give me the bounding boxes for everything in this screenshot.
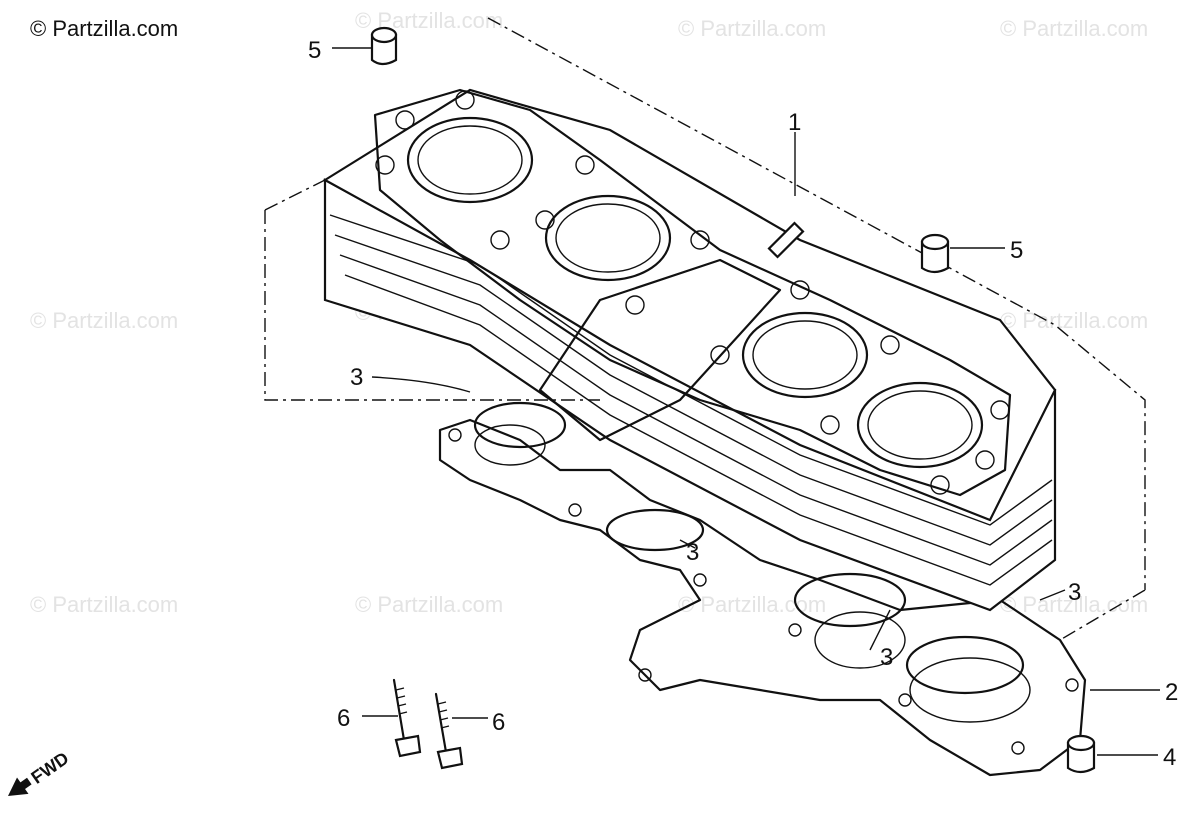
watermark: © Partzilla.com bbox=[355, 592, 504, 617]
copyright-text: © Partzilla.com bbox=[30, 16, 179, 41]
dowel-pin bbox=[1066, 734, 1096, 774]
o-ring bbox=[905, 635, 1025, 695]
watermark: © Partzilla.com bbox=[678, 16, 827, 41]
bolt bbox=[392, 678, 422, 758]
bolt bbox=[434, 692, 464, 770]
callout-dowel-pin-4: 4 bbox=[1163, 744, 1176, 771]
assembly-boundary bbox=[264, 17, 1146, 641]
watermark: © Partzilla.com bbox=[30, 592, 179, 617]
dowel-pin bbox=[920, 233, 950, 274]
watermark: © Partzilla.com bbox=[1000, 308, 1149, 333]
callout-bolt-6b: 6 bbox=[492, 709, 505, 736]
callout-gasket-2: 2 bbox=[1165, 679, 1178, 706]
watermark: © Partzilla.com bbox=[1000, 592, 1149, 617]
watermark: © Partzilla.com bbox=[1000, 16, 1149, 41]
dowel-pin bbox=[370, 26, 398, 66]
callout-cylinder-1: 1 bbox=[788, 109, 801, 136]
fwd-label: FWD bbox=[27, 748, 72, 788]
assembly-boundary bbox=[264, 179, 326, 211]
o-ring bbox=[605, 508, 705, 552]
forward-arrow-icon: FWD bbox=[8, 748, 72, 796]
cylinder-block bbox=[322, 88, 1057, 612]
o-rings bbox=[473, 401, 1025, 695]
leader-lines bbox=[332, 47, 1160, 756]
o-ring bbox=[473, 401, 567, 449]
callout-o-ring-3b: 3 bbox=[686, 539, 699, 566]
callout-dowel-pin-5b: 5 bbox=[1010, 237, 1023, 264]
callout-bolt-6a: 6 bbox=[337, 705, 350, 732]
callout-o-ring-3d: 3 bbox=[1068, 579, 1081, 606]
watermark: © Partzilla.com bbox=[30, 308, 179, 333]
callout-dowel-pin-5: 5 bbox=[308, 37, 321, 64]
callout-o-ring-3a: 3 bbox=[350, 364, 363, 391]
callout-o-ring-3c: 3 bbox=[880, 644, 893, 671]
o-ring bbox=[793, 572, 907, 628]
